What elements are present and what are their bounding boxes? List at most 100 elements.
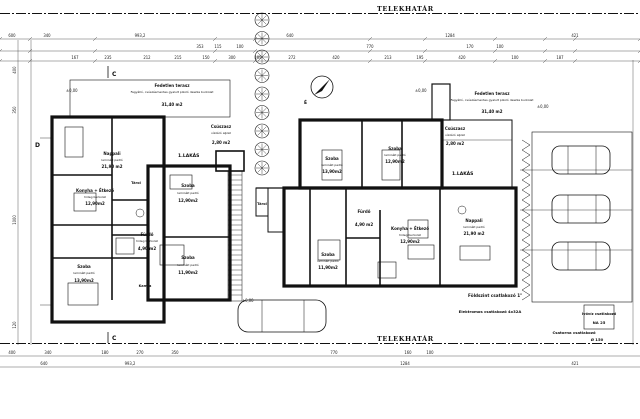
svg-text:12,90m2: 12,90m2 xyxy=(385,159,405,164)
svg-text:Nappali: Nappali xyxy=(103,151,121,156)
svg-text:±0,00: ±0,00 xyxy=(415,88,427,93)
svg-text:31,40 m2: 31,40 m2 xyxy=(482,109,503,114)
svg-text:2,80 m2: 2,80 m2 xyxy=(212,140,230,145)
dimension-label: 150 xyxy=(202,55,210,60)
dimension-label: 235 xyxy=(104,55,112,60)
property-boundary-bottom: TELEKHATÁR xyxy=(0,334,640,344)
dimension-label: 187 xyxy=(556,55,564,60)
dimension-line-top xyxy=(0,36,640,64)
svg-text:hideg burkolat: hideg burkolat xyxy=(399,233,422,237)
dimension-label: 993,2 xyxy=(125,361,136,366)
dimension-label: 600 xyxy=(8,33,16,38)
dimension-label: 160 xyxy=(404,350,412,355)
svg-text:21,90 m2: 21,90 m2 xyxy=(464,231,485,236)
dimension-label: 170 xyxy=(466,44,474,49)
svg-text:Fürdő: Fürdő xyxy=(358,209,371,214)
dimension-label: 350 xyxy=(171,350,179,355)
dimension-label: 180 xyxy=(101,350,109,355)
dimension-label: 195 xyxy=(416,55,424,60)
tree-icon xyxy=(254,105,270,120)
dimension-label: 1284 xyxy=(445,33,455,38)
dimension-label: 1000 xyxy=(12,215,17,225)
svg-text:Szoba: Szoba xyxy=(321,252,335,257)
svg-text:TELEKHATÁR: TELEKHATÁR xyxy=(377,334,434,343)
svg-text:13,90m2: 13,90m2 xyxy=(74,278,94,283)
section-marker-c-top: C xyxy=(107,66,117,78)
dimension-label: 115 xyxy=(214,44,222,49)
dimension-label: 105 xyxy=(254,55,262,60)
dimension-label: 340 xyxy=(44,350,52,355)
dimension-label: 640 xyxy=(286,33,294,38)
dimension-line-bottom xyxy=(0,355,640,368)
car-3 xyxy=(551,241,611,271)
svg-text:12,90m2: 12,90m2 xyxy=(400,239,420,244)
room-10: Tárol xyxy=(257,202,267,206)
svg-text:C: C xyxy=(112,71,117,78)
dimension-label: 215 xyxy=(174,55,182,60)
apartment-label-a: 1.LAKÁS xyxy=(178,152,199,159)
dimension-label: 420 xyxy=(332,55,340,60)
svg-text:12,90m2: 12,90m2 xyxy=(178,198,198,203)
svg-text:4,90 m2: 4,90 m2 xyxy=(138,246,156,251)
svg-text:Elektromos csatlakozó 4x32A: Elektromos csatlakozó 4x32A xyxy=(459,309,522,314)
dimension-label: 993,2 xyxy=(135,33,146,38)
svg-text:Nappali: Nappali xyxy=(465,218,483,223)
dimension-label: 421 xyxy=(571,361,579,366)
svg-text:Konyha + Étkező: Konyha + Étkező xyxy=(76,188,114,193)
svg-text:Szoba: Szoba xyxy=(181,183,195,188)
svg-text:laminált padló: laminált padló xyxy=(321,163,343,167)
svg-text:Fedetlen terasz: Fedetlen terasz xyxy=(154,83,190,88)
svg-text:É: É xyxy=(304,98,307,106)
room-9: Kamra xyxy=(139,284,152,288)
dimension-label: 100 xyxy=(426,350,434,355)
svg-text:Tárol: Tárol xyxy=(257,202,267,206)
dimension-label: 300 xyxy=(228,55,236,60)
svg-text:13,90m2: 13,90m2 xyxy=(322,169,342,174)
svg-text:Ivóvíz csatlakozó: Ivóvíz csatlakozó xyxy=(582,312,617,316)
dimension-label: 270 xyxy=(136,350,144,355)
dimension-label: 272 xyxy=(288,55,296,60)
section-marker-d: D xyxy=(35,142,40,149)
svg-text:vízzáró aljzat: vízzáró aljzat xyxy=(211,131,231,135)
svg-text:hideg burkolat: hideg burkolat xyxy=(84,195,107,199)
svg-text:laminált padló: laminált padló xyxy=(177,263,199,267)
tree-icon xyxy=(254,123,270,139)
svg-text:C: C xyxy=(112,335,117,342)
svg-text:Szoba: Szoba xyxy=(77,264,91,269)
svg-text:laminált padló: laminált padló xyxy=(317,259,339,263)
svg-text:Szoba: Szoba xyxy=(325,156,339,161)
car-4 xyxy=(237,299,327,333)
dimension-label: 120 xyxy=(12,321,17,329)
svg-text:hideg burkolat: hideg burkolat xyxy=(136,239,159,243)
section-marker-c-bottom: C xyxy=(107,332,117,343)
svg-text:Fürdő: Fürdő xyxy=(141,232,154,237)
svg-text:Konyha + Étkező: Konyha + Étkező xyxy=(391,226,429,231)
room-4: Tárol xyxy=(131,181,141,185)
svg-text:2,80 m2: 2,80 m2 xyxy=(446,141,464,146)
svg-text:NA 25: NA 25 xyxy=(593,320,606,325)
tree-icon xyxy=(254,142,270,157)
dimension-label: 770 xyxy=(366,44,374,49)
apartment-label-b: 1.LAKÁS xyxy=(452,170,473,177)
svg-text:Ø 150: Ø 150 xyxy=(591,337,604,342)
tree-icon xyxy=(254,86,270,102)
svg-text:laminált padló: laminált padló xyxy=(384,153,406,157)
svg-text:±0,00: ±0,00 xyxy=(66,88,78,93)
svg-text:laminált padló: laminált padló xyxy=(101,158,123,162)
room-17: Konyha + Étkező hideg burkolat 12,90m2 xyxy=(391,226,429,244)
dimension-label: 421 xyxy=(571,33,579,38)
svg-text:Fagyálló, csúszásmentes gyalul: Fagyálló, csúszásmentes gyalult pikoló d… xyxy=(451,98,535,102)
svg-text:11,90m2: 11,90m2 xyxy=(178,270,198,275)
svg-text:Csatorna csatlakozó: Csatorna csatlakozó xyxy=(552,330,595,335)
dimension-label: 212 xyxy=(143,55,151,60)
dimension-label: 340 xyxy=(43,33,51,38)
dimension-label: 400 xyxy=(8,350,16,355)
